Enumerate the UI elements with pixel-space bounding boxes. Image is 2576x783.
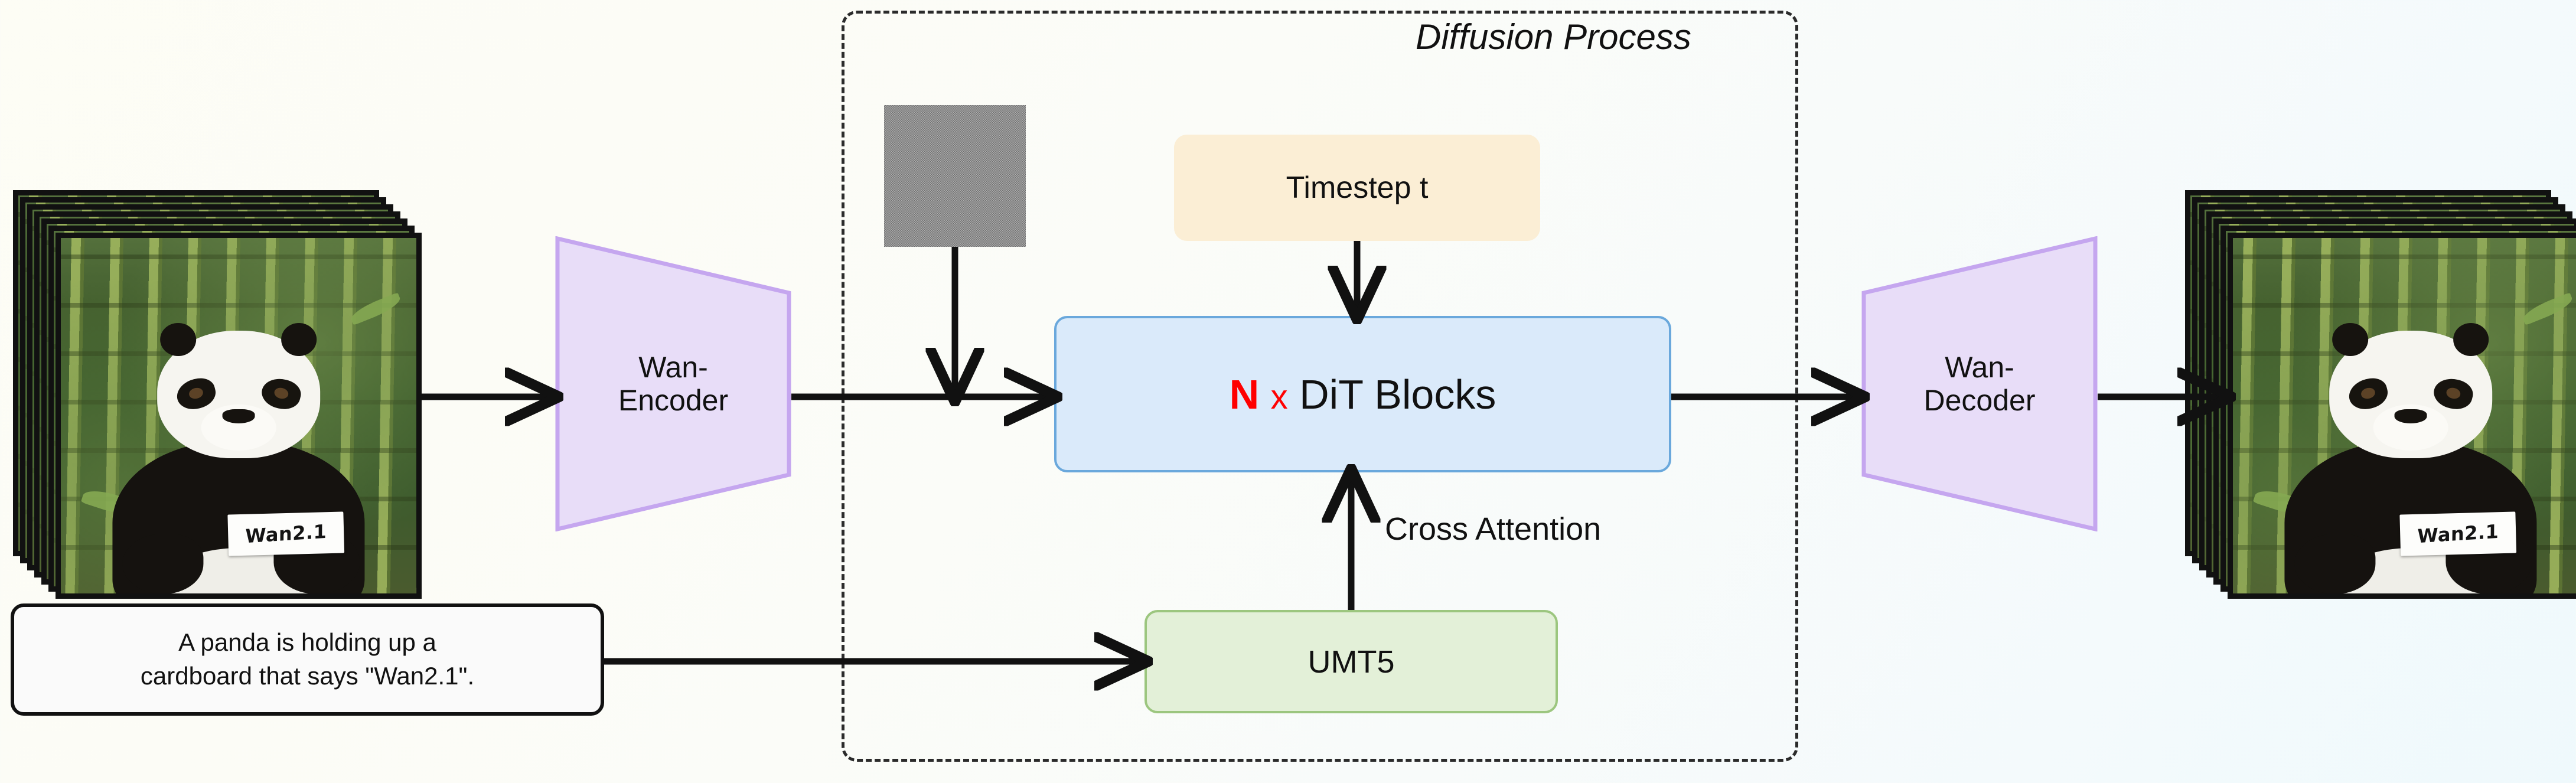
cross-attention-label: Cross Attention [1385,511,1602,547]
prompt-line-1: A panda is holding up a [178,628,436,657]
dit-blocks-label: N x DiT Blocks [1230,371,1496,418]
umt5-node[interactable]: UMT5 [1144,610,1558,713]
dit-blocks-text: DiT Blocks [1299,371,1496,417]
panda-sign-text: Wan2.1 [245,520,327,548]
timestep-node[interactable]: Timestep t [1174,135,1540,241]
trapezoid-shape [1861,236,2098,531]
dit-blocks-node[interactable]: N x DiT Blocks [1054,316,1671,472]
input-frame-stack: Wan2.1 [13,190,426,603]
umt5-label: UMT5 [1307,644,1395,680]
output-frame-stack: Wan2.1 [2185,190,2576,603]
diffusion-process-container [842,11,1798,762]
diffusion-process-title: Diffusion Process [1416,17,1691,57]
dit-x-symbol: x [1270,377,1288,416]
prompt-box[interactable]: A panda is holding up a cardboard that s… [11,603,604,716]
noise-latent-patch [884,105,1026,247]
panda-sign: Wan2.1 [2399,511,2517,557]
dit-n-multiplier: N [1229,371,1260,417]
timestep-label: Timestep t [1286,171,1429,205]
wan-encoder-node[interactable]: Wan- Encoder [555,236,791,531]
panda-illustration: Wan2.1 [2279,322,2542,593]
wan-decoder-node[interactable]: Wan- Decoder [1861,236,2098,531]
frame-sheet-front: Wan2.1 [56,233,422,599]
panda-sign-text: Wan2.1 [2417,520,2499,548]
frame-sheet-front: Wan2.1 [2228,233,2576,599]
panda-sign: Wan2.1 [227,511,345,557]
prompt-line-2: cardboard that says "Wan2.1". [140,662,475,690]
panda-illustration: Wan2.1 [107,322,370,593]
trapezoid-shape [555,236,791,531]
